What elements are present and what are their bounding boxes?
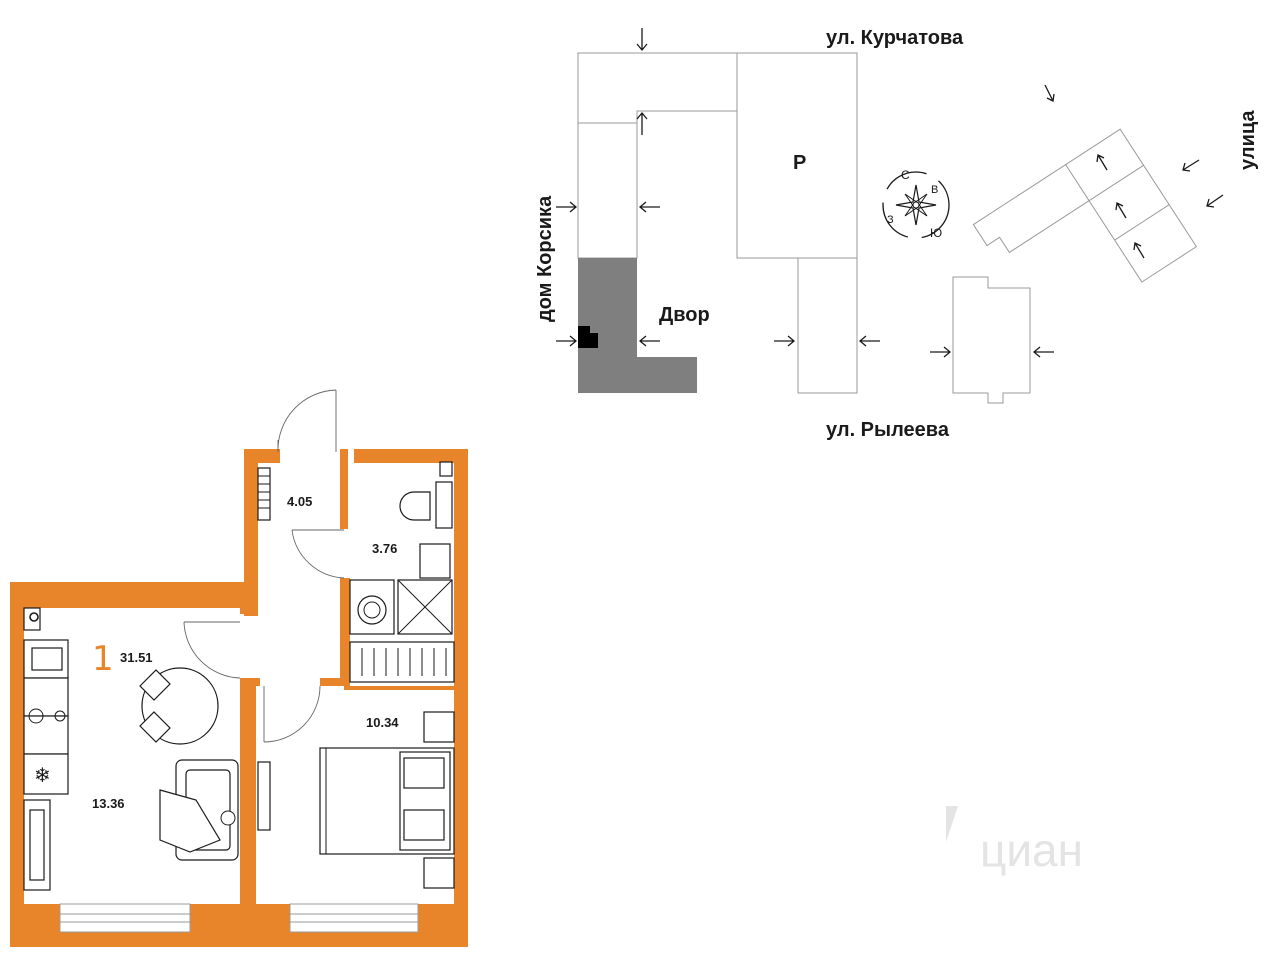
- dining-table: [139, 667, 219, 745]
- svg-text:циан: циан: [980, 824, 1083, 876]
- area-bedroom: 10.34: [366, 715, 399, 730]
- site-plan: Р ул. К: [534, 27, 1259, 441]
- street-label-right: улица: [1237, 110, 1259, 170]
- svg-text:З: З: [887, 214, 894, 226]
- courtyard-label: Двор: [659, 304, 710, 326]
- svg-text:С: С: [901, 168, 910, 182]
- total-area: 31.51: [120, 650, 153, 665]
- svg-text:Ю: Ю: [930, 226, 942, 240]
- svg-text:❄: ❄: [34, 765, 51, 787]
- building-highlighted-section: [578, 258, 697, 393]
- street-label-left: дом Корсика: [534, 195, 556, 322]
- area-hallway: 4.05: [287, 494, 312, 509]
- building-small: [952, 276, 1031, 404]
- tv-stand: [257, 761, 271, 831]
- compass-icon: С В Ю З: [882, 168, 950, 240]
- building-main: [577, 52, 738, 259]
- sofa: [159, 759, 239, 861]
- area-bathroom: 3.76: [372, 541, 397, 556]
- windows: [59, 903, 419, 933]
- entrance-arrows: [556, 28, 1224, 358]
- bathroom-fixtures: [349, 461, 453, 635]
- street-label-top: ул. Курчатова: [826, 27, 964, 49]
- radiator: [257, 467, 271, 521]
- street-label-bottom: ул. Рылеева: [826, 419, 950, 441]
- floor-plan: ❄: [10, 389, 468, 947]
- kitchen-set: ❄: [23, 607, 69, 891]
- exterior-walls: [10, 449, 468, 947]
- watermark: циан: [946, 806, 1083, 876]
- apartment-location-marker: [578, 326, 598, 348]
- wardrobe: [349, 641, 455, 683]
- svg-text:В: В: [931, 184, 938, 196]
- rooms-count: 1: [92, 639, 114, 679]
- area-kitchen-living: 13.36: [92, 796, 125, 811]
- building-lower-right: [797, 257, 858, 394]
- bed: [319, 711, 455, 889]
- parking-label: Р: [793, 152, 806, 174]
